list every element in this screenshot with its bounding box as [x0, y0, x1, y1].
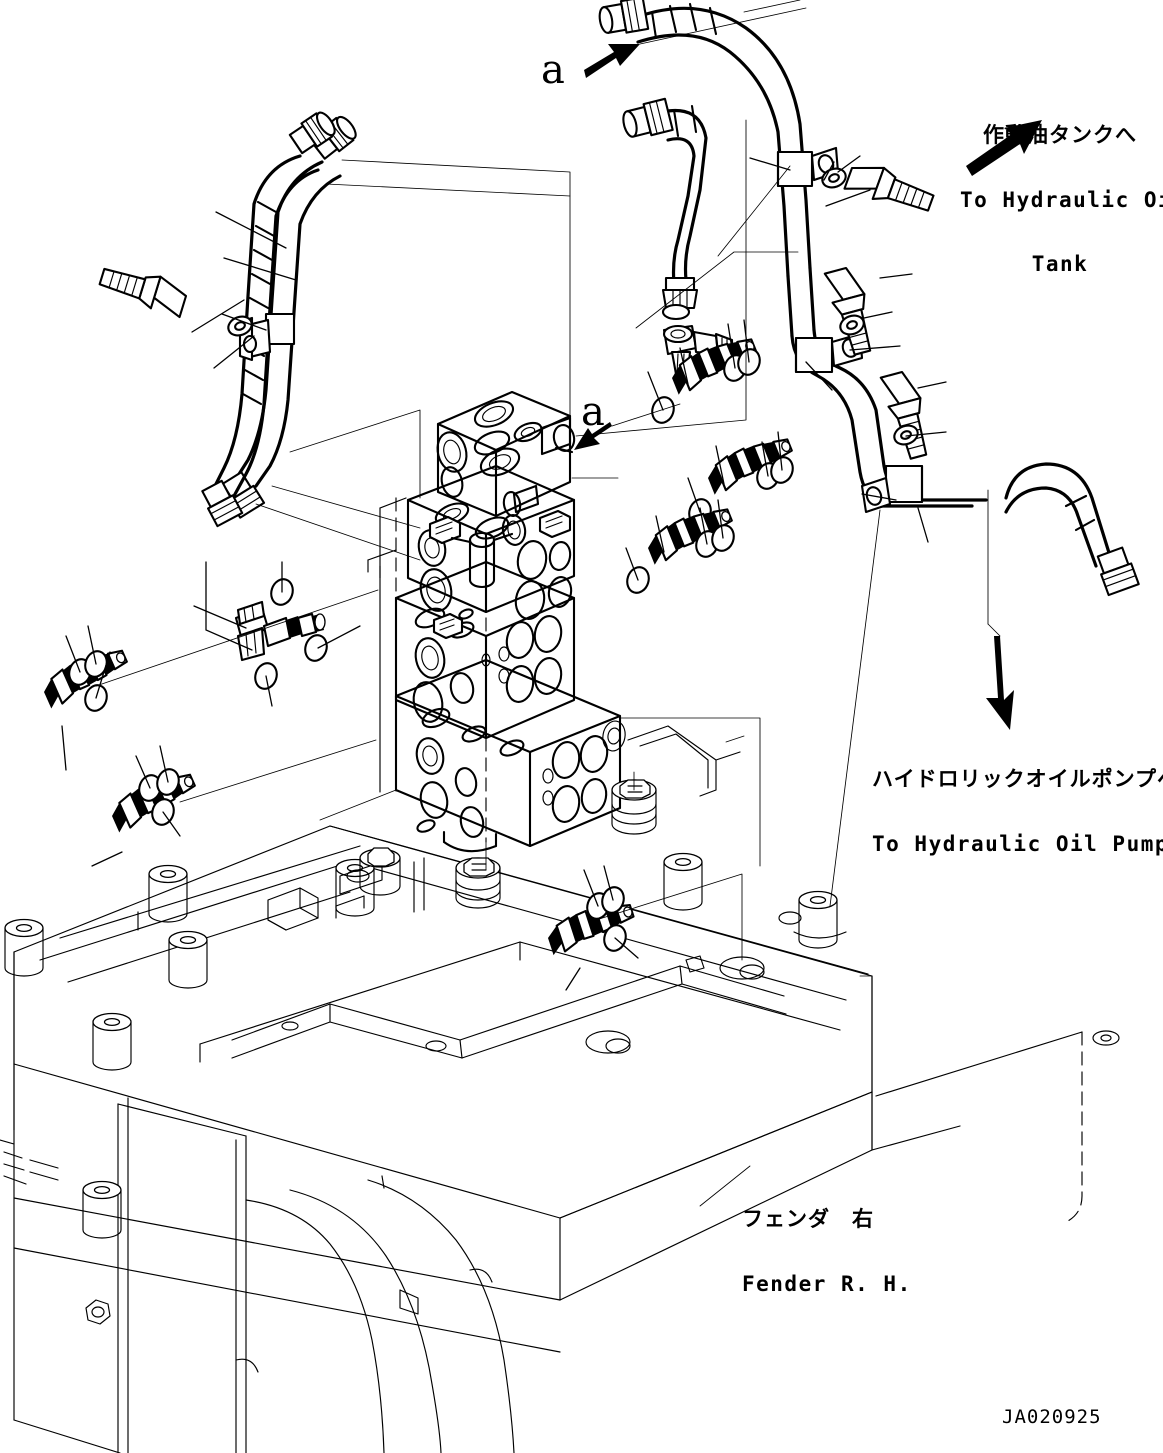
valve-mount-foot [611, 779, 657, 835]
hydraulic-hose-tank-lower [622, 97, 734, 376]
mounting-boss [798, 890, 838, 949]
mounting-bolt [879, 368, 936, 462]
elbow-fitting [234, 600, 326, 662]
mounting-boss [168, 930, 208, 989]
control-valve-stack [359, 390, 657, 909]
mounting-boss [148, 864, 188, 923]
section-mark-a-middle: a [581, 389, 605, 435]
mounting-boss [335, 858, 375, 917]
o-ring [300, 631, 332, 665]
cap-screw-head [428, 515, 462, 545]
valve-mount-foot [359, 847, 401, 896]
fender-plate-rh [0, 725, 1120, 1453]
label-to-hydraulic-oil-pump-en: To Hydraulic Oil Pump [872, 831, 1163, 856]
label-fender-rh-jp: フェンダ 右 [742, 1207, 874, 1232]
label-to-hydraulic-oil-tank-en-line1: To Hydraulic Oil [960, 187, 1163, 212]
hose-clamp [860, 464, 924, 514]
hex-fastener [85, 1299, 111, 1325]
mounting-boss [92, 1012, 132, 1071]
drawing-number: JA020925 [1002, 1406, 1102, 1428]
mounting-bolt [843, 156, 938, 220]
mounting-boss [663, 852, 703, 911]
label-to-hydraulic-oil-tank-en-line2: Tank [1031, 252, 1089, 277]
leader-lines [61, 0, 1042, 1207]
hydraulic-hose-left-pair [201, 111, 357, 528]
label-to-hydraulic-oil-pump-jp: ハイドロリックオイルポンプへ [872, 767, 1163, 792]
hydraulic-tube-pump [790, 328, 1140, 597]
label-to-hydraulic-oil-pump: ハイドロリックオイルポンプへ To Hydraulic Oil Pump [872, 728, 1163, 896]
label-fender-rh: フェンダ 右 Fender R. H. [742, 1168, 972, 1336]
label-to-hydraulic-oil-tank: 作動油タンクへ To Hydraulic Oil Tank [960, 84, 1163, 317]
label-to-hydraulic-oil-tank-jp: 作動油タンクへ [983, 123, 1137, 148]
label-fender-rh-en: Fender R. H. [742, 1271, 912, 1296]
section-mark-a-top: a [541, 47, 565, 93]
hydraulic-hose-tank-upper [598, 0, 840, 338]
cap-screw-head [432, 612, 464, 640]
cap-screw-head [538, 509, 572, 539]
valve-mount-foot [455, 857, 501, 909]
mounting-boss [82, 1180, 122, 1239]
o-ring [661, 303, 691, 321]
mounting-bolt [96, 259, 191, 319]
